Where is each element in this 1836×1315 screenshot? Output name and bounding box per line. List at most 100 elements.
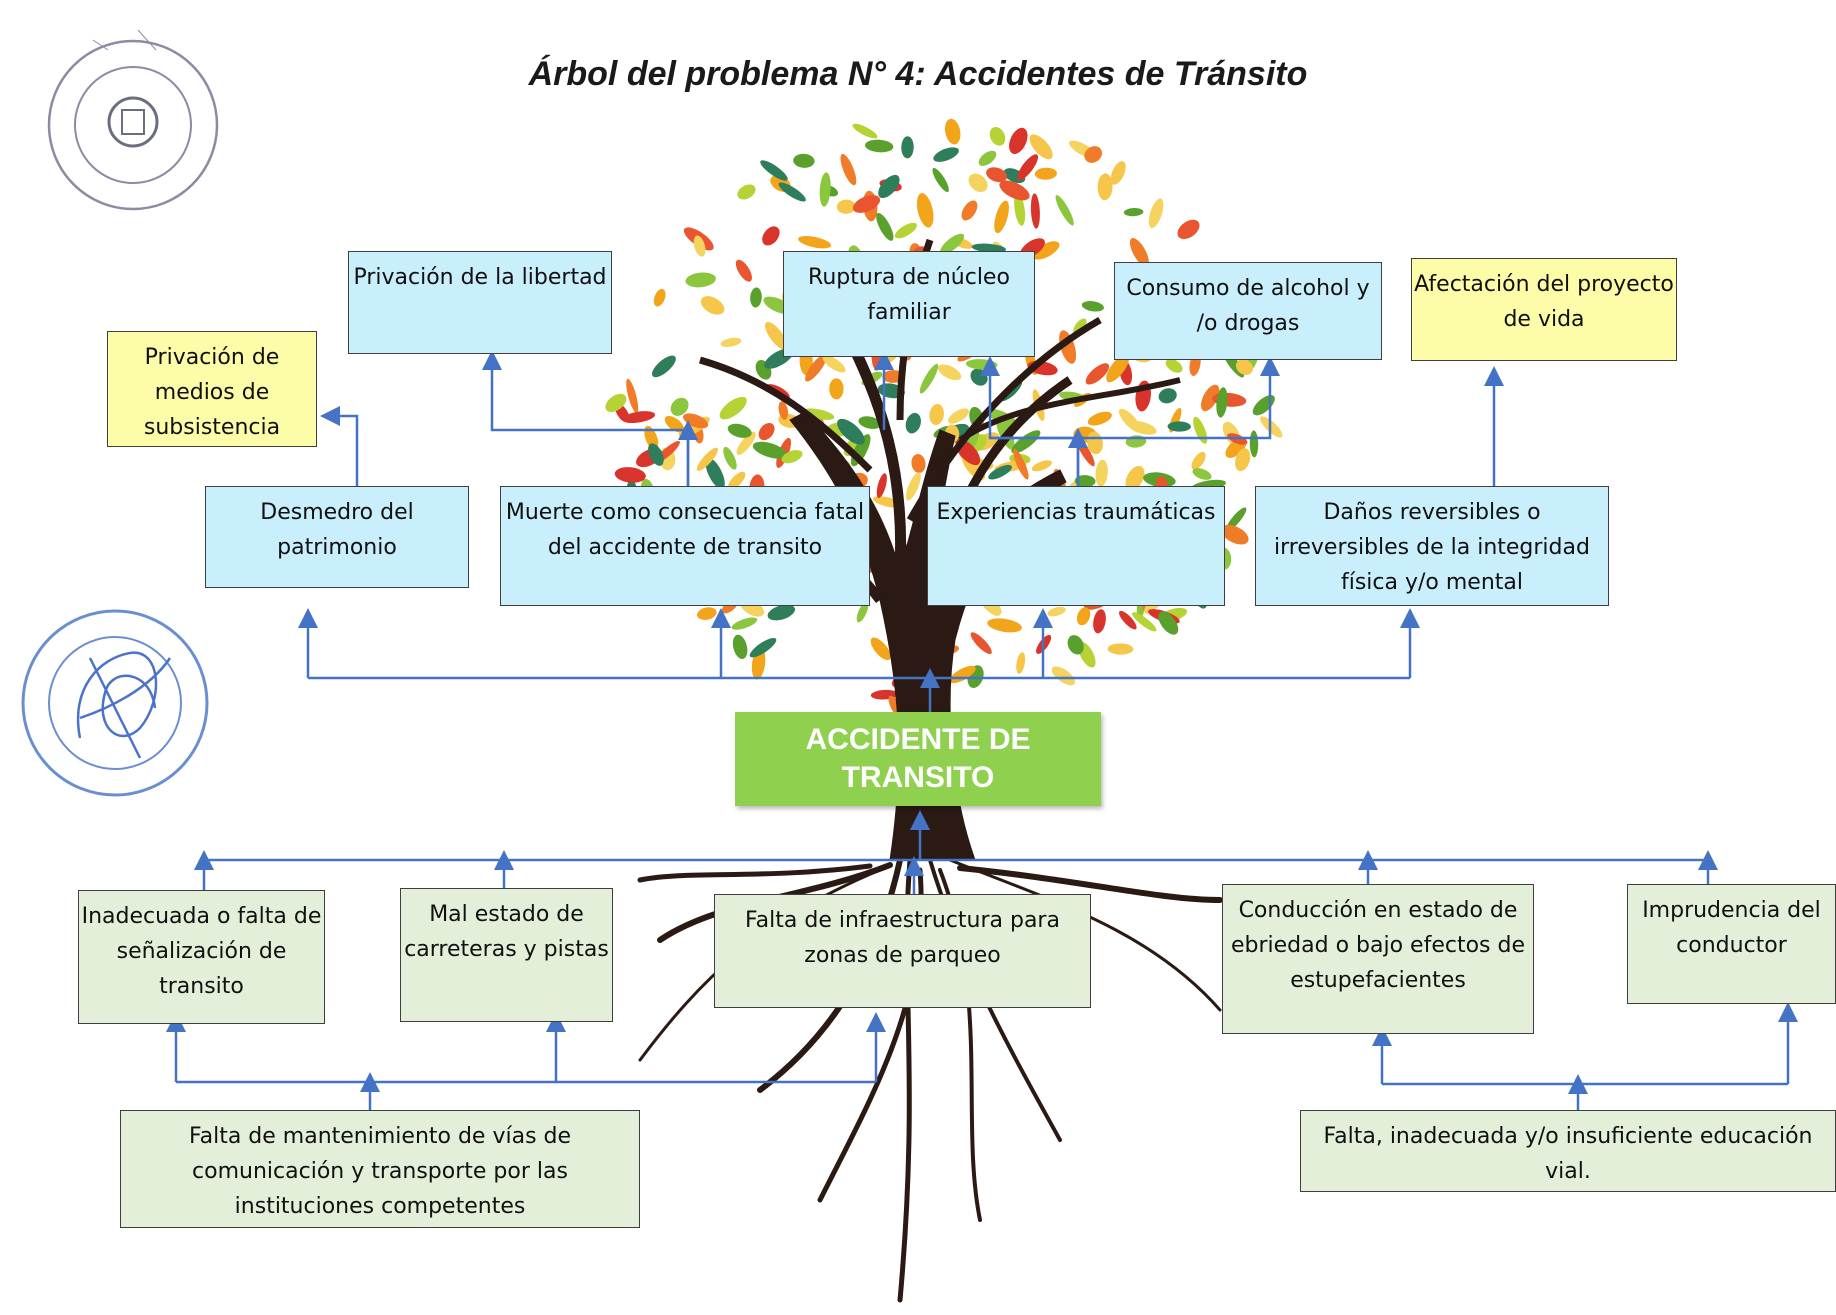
tree-leaf (1034, 167, 1057, 180)
effect-experiencias-traumaticas: Experiencias traumáticas (927, 486, 1225, 606)
tree-leaf (651, 355, 676, 378)
tree-leaf (736, 431, 756, 455)
tree-leaf (948, 408, 969, 424)
tree-leaf (858, 416, 882, 429)
tree-leaf (987, 618, 1022, 633)
tree-leaf (781, 450, 803, 464)
central-problem-box: ACCIDENTE DE TRANSITO (735, 712, 1101, 806)
tree-leaf (932, 167, 949, 193)
tree-leaf (876, 212, 894, 241)
tree-leaf (905, 472, 921, 501)
tree-leaf (978, 150, 997, 166)
tree-leaf (1148, 198, 1164, 229)
cause-mantenimiento: Falta de mantenimiento de vías de comuni… (120, 1110, 640, 1228)
tree-leaf (749, 637, 777, 658)
tree-leaf (1235, 448, 1251, 472)
tree-leaf (829, 378, 844, 400)
tree-root (948, 858, 1222, 1012)
tree-leaf (878, 174, 900, 199)
effect-privacion-libertad: Privación de la libertad (348, 251, 612, 354)
tree-leaf (737, 184, 756, 200)
tree-leaf (1129, 237, 1149, 267)
tree-leaf (1029, 134, 1053, 160)
tree-leaf (798, 236, 832, 249)
cause-ebriedad: Conducción en estado de ebriedad o bajo … (1222, 884, 1534, 1034)
tree-leaf (1192, 468, 1212, 480)
tree-leaf (1235, 359, 1254, 375)
tree-leaf (685, 272, 716, 288)
tree-leaf (1226, 507, 1247, 531)
tree-leaf (1031, 460, 1052, 472)
tree-leaf (1081, 301, 1104, 312)
tree-leaf (938, 364, 962, 381)
tree-leaf (919, 363, 939, 394)
tree-leaf (1074, 475, 1096, 488)
tree-leaf (1013, 448, 1029, 480)
cause-imprudencia: Imprudencia del conductor (1627, 884, 1836, 1004)
tree-leaf (944, 118, 961, 145)
tree-leaf (1107, 643, 1134, 655)
tree-leaf (720, 337, 742, 347)
tree-leaf (865, 139, 894, 153)
tree-leaf (822, 355, 846, 373)
tree-leaf (1119, 610, 1137, 630)
tree-leaf (1158, 611, 1179, 635)
tree-leaf (1118, 408, 1142, 433)
tree-leaf (1087, 411, 1112, 426)
cause-educacion: Falta, inadecuada y/o insuficiente educa… (1300, 1110, 1836, 1192)
tree-leaf (752, 441, 787, 459)
tree-leaf (876, 473, 887, 499)
central-problem-label: ACCIDENTE DE TRANSITO (805, 723, 1031, 794)
tree-leaf (693, 235, 706, 257)
tree-leaf (732, 634, 748, 660)
tree-leaf (1106, 354, 1130, 383)
effect-privacion-medios-label: Privación de medios de subsistencia (143, 345, 281, 440)
tree-leaf (1260, 416, 1283, 438)
effect-danos-label: Daños reversibles o irreversibles de la … (1274, 500, 1590, 595)
tree-leaf (1076, 607, 1091, 626)
tree-leaf (760, 160, 788, 181)
tree-leaf (728, 471, 746, 490)
tree-leaf (735, 259, 752, 282)
effect-ruptura-nucleo: Ruptura de núcleo familiar (783, 251, 1035, 357)
tree-leaf (870, 637, 891, 661)
tree-leaf (700, 296, 725, 315)
tree-leaf (1085, 363, 1110, 385)
tree-leaf (971, 243, 1007, 253)
tree-leaf (750, 287, 762, 308)
effect-desmedro-label: Desmedro del patrimonio (260, 500, 414, 560)
effect-experiencias-label: Experiencias traumáticas (936, 500, 1216, 525)
cause-educacion-label: Falta, inadecuada y/o insuficiente educa… (1323, 1124, 1813, 1184)
tree-leaf (622, 411, 656, 424)
tree-leaf (705, 457, 725, 490)
arrow-desmedro-to-privacion-medios (320, 406, 359, 486)
tree-leaf (731, 617, 758, 630)
tree-leaf (719, 396, 747, 420)
effect-afectacion-proyecto: Afectación del proyecto de vida (1411, 258, 1677, 361)
tree-leaf (911, 454, 926, 473)
tree-leaf (994, 200, 1009, 234)
effect-afectacion-proyecto-label: Afectación del proyecto de vida (1414, 272, 1674, 332)
tree-leaf (762, 226, 780, 246)
tree-leaf (933, 147, 959, 162)
tree-leaf (1030, 193, 1040, 229)
tree-leaf (970, 632, 992, 655)
tree-leaf (626, 378, 639, 414)
tree-leaf (1097, 173, 1113, 201)
experiencias-branch (980, 356, 1080, 486)
tree-leaf (1011, 430, 1041, 454)
effect-privacion-medios: Privación de medios de subsistencia (107, 331, 317, 447)
tree-leaf (1051, 666, 1076, 686)
tree-leaf (605, 393, 627, 413)
tree-leaf (999, 180, 1030, 201)
cause-carreteras-label: Mal estado de carreteras y pistas (404, 902, 609, 962)
tree-leaf (805, 354, 827, 382)
effect-danos-integridad: Daños reversibles o irreversibles de la … (1255, 486, 1609, 606)
tree-leaf (1123, 207, 1144, 217)
tree-leaf (1221, 524, 1249, 545)
cause-carreteras: Mal estado de carreteras y pistas (400, 888, 613, 1022)
tree-leaf (1165, 358, 1183, 373)
tree-leaf (856, 601, 869, 623)
